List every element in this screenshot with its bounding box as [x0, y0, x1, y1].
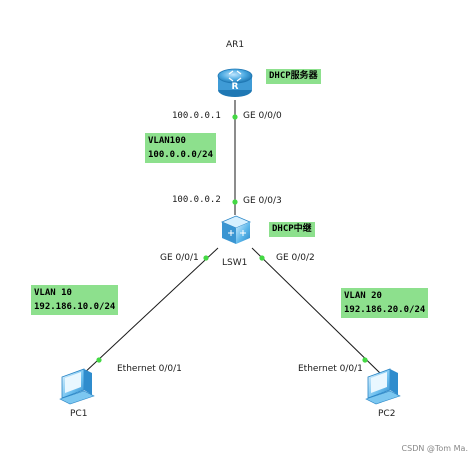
pc2-icon[interactable] — [365, 368, 401, 405]
router-note: DHCP服务器 — [266, 69, 321, 84]
port-dot-pc1-eth001 — [96, 357, 102, 363]
pc1-port-label: Ethernet 0/0/1 — [117, 364, 182, 374]
vlan20-note-line2: 192.186.20.0/24 — [344, 305, 426, 315]
lsw1-ge002-label: GE 0/0/2 — [276, 253, 315, 263]
lsw1-ge001-label: GE 0/0/1 — [160, 253, 199, 263]
vlan100-note: VLAN100 100.0.0.0/24 — [145, 133, 217, 163]
lsw1-ip-label: 100.0.0.2 — [172, 195, 221, 205]
port-dot-lsw1-ge002 — [259, 255, 265, 261]
vlan10-note: VLAN 10 192.186.10.0/24 — [31, 285, 119, 315]
vlan100-note-line2: 100.0.0.0/24 — [148, 150, 214, 160]
vlan20-note-line1: VLAN 20 — [344, 291, 382, 301]
port-dot-lsw1-ge003 — [232, 199, 238, 205]
switch-icon[interactable] — [220, 215, 252, 244]
watermark: CSDN @Tom Ma. — [401, 444, 468, 453]
vlan10-note-line1: VLAN 10 — [34, 288, 72, 298]
switch-note: DHCP中继 — [269, 222, 315, 237]
link-lsw1-pc2[interactable] — [251, 247, 383, 376]
vlan20-note: VLAN 20 192.186.20.0/24 — [341, 288, 429, 318]
port-dot-pc2-eth001 — [362, 357, 368, 363]
ar1-port-label: GE 0/0/0 — [243, 111, 282, 121]
link-lsw1-pc1[interactable] — [81, 247, 219, 376]
ar1-ip-label: 100.0.0.1 — [172, 111, 221, 121]
lsw1-uplink-port-label: GE 0/0/3 — [243, 196, 282, 206]
port-dot-lsw1-ge001 — [203, 255, 209, 261]
port-dot-ar1-ge000 — [232, 114, 238, 120]
router-icon[interactable]: R — [217, 68, 253, 97]
svg-text:R: R — [232, 82, 239, 92]
pc2-port-label: Ethernet 0/0/1 — [298, 364, 363, 374]
pc1-icon[interactable] — [59, 368, 95, 405]
router-name: AR1 — [226, 40, 245, 50]
pc2-name: PC2 — [378, 409, 396, 419]
vlan10-note-line2: 192.186.10.0/24 — [34, 302, 116, 312]
switch-name: LSW1 — [222, 258, 248, 268]
vlan100-note-line1: VLAN100 — [148, 136, 186, 146]
pc1-name: PC1 — [70, 409, 88, 419]
